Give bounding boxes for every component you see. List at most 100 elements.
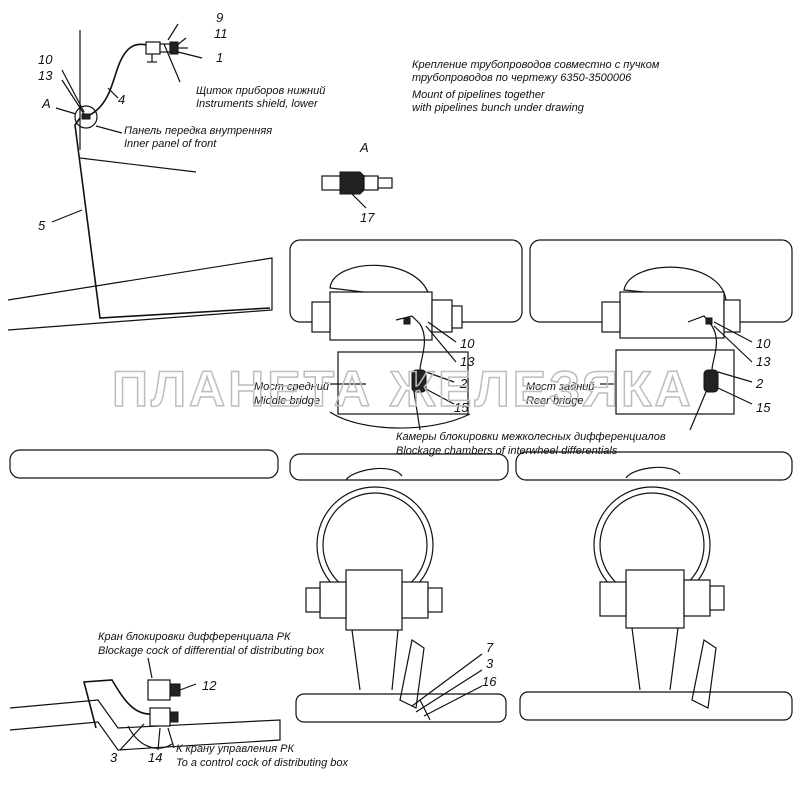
leader-16	[423, 685, 483, 717]
callout-13c: 13	[756, 354, 771, 369]
chambers-label-en: Blockage chambers of interwheel differen…	[396, 445, 618, 457]
middle-bridge-label-en: Middle bridge	[254, 395, 320, 407]
middle-clip	[403, 317, 411, 325]
leader-4	[107, 87, 119, 99]
distributing-cock-group	[82, 657, 197, 751]
callout-7: 7	[486, 640, 494, 655]
detail-a-fitting	[321, 171, 393, 209]
leader-5	[51, 209, 83, 223]
detail-a-circle	[74, 105, 98, 129]
leader-11	[175, 37, 187, 47]
middle-ring-top	[345, 467, 403, 481]
middle-ring-flange-right	[401, 581, 429, 619]
callout-2b: 2	[459, 376, 468, 391]
cock-nut-upper	[169, 683, 181, 697]
cock-pipeline	[82, 679, 155, 729]
cab-pipeline-group	[51, 23, 271, 319]
leader-10a	[61, 69, 85, 113]
leader-7	[411, 653, 483, 707]
callout-12: 12	[202, 678, 217, 693]
shield-label-en: Instruments shield, lower	[196, 98, 319, 110]
leader-chambers-rear	[689, 391, 707, 431]
pipeline-4	[81, 43, 151, 119]
rear-ring-group	[593, 466, 725, 709]
callout-17: 17	[360, 210, 375, 225]
cock-label-en: Blockage cock of differential of distrib…	[98, 645, 325, 657]
middle-bridge-axle-arc	[329, 411, 471, 429]
rear-blockage-chamber	[703, 369, 719, 393]
rear-ring-top	[625, 466, 681, 479]
cock-nut-lower	[169, 711, 179, 723]
connector-a	[81, 113, 91, 120]
shield-label-ru: Щиток приборов нижний	[196, 85, 325, 97]
rear-bridge-flange-right	[723, 299, 741, 333]
leader-13c	[713, 325, 753, 363]
leader-13b	[425, 325, 457, 363]
leader-13a	[61, 79, 85, 115]
leader-17	[351, 193, 367, 209]
rear-lever	[691, 639, 717, 709]
leader-panel	[95, 125, 123, 134]
rear-ring-flange-right	[683, 579, 711, 617]
callout-3b: 3	[110, 750, 118, 765]
middle-bridge-housing	[329, 291, 433, 341]
callout-13b: 13	[460, 354, 475, 369]
leader-3b	[119, 723, 145, 751]
rear-ring-flange-left	[599, 581, 627, 617]
bottom-rail-group	[9, 691, 793, 751]
lower-frame-group	[9, 449, 793, 481]
detail-a-nut	[339, 171, 365, 195]
middle-ring-stand	[351, 629, 399, 691]
middle-ring-group	[305, 467, 443, 721]
cock-loop	[127, 725, 173, 749]
shield-fitting-cap	[169, 41, 179, 55]
rear-bridge-group	[413, 266, 753, 431]
control-label-en: To a control cock of distributing box	[176, 757, 349, 769]
callout-10c: 10	[756, 336, 771, 351]
callout-9: 9	[216, 10, 223, 25]
lower-rail-left	[9, 449, 279, 479]
callout-11: 11	[214, 26, 228, 41]
middle-lever-rod	[419, 699, 431, 721]
middle-bridge-hub-right	[451, 305, 463, 329]
cock-body-upper	[147, 679, 171, 701]
callout-10b: 10	[460, 336, 475, 351]
mount-label-ru1: Крепление трубопроводов совместно с пучк…	[412, 59, 660, 71]
leader-10b	[427, 321, 457, 343]
leader-3a	[415, 669, 483, 713]
bottom-rail-left	[9, 699, 281, 751]
rear-clip	[705, 317, 713, 325]
pipeline-5	[74, 117, 271, 319]
leader-chambers-mid	[413, 391, 421, 431]
inner-panel-line	[79, 157, 197, 173]
middle-lever	[399, 639, 425, 709]
callout-1: 1	[216, 50, 223, 65]
middle-blockage-chamber	[411, 369, 427, 393]
leader-9	[167, 23, 179, 41]
callout-16: 16	[482, 674, 497, 689]
rear-bridge-label-en: Rear bridge	[526, 395, 583, 407]
bottom-rail-mid	[295, 693, 507, 723]
middle-ring-hub-left	[305, 587, 321, 613]
mount-label-en1: Mount of pipelines together	[412, 89, 546, 101]
leader-12	[179, 683, 197, 691]
leader-15b	[423, 387, 455, 405]
rear-ring-block	[625, 569, 685, 629]
middle-bridge-label-ru: Мост средний	[254, 381, 329, 393]
middle-ring-block	[345, 569, 403, 631]
callout-3a: 3	[486, 656, 494, 671]
rear-ring-stand	[631, 627, 679, 691]
leader-1	[177, 51, 203, 59]
rear-bridge-label-ru: Мост задний	[526, 381, 594, 393]
shield-fitting-body	[145, 41, 161, 55]
middle-bridge-flange-left	[311, 301, 331, 333]
leader-2c	[717, 371, 753, 383]
detail-a-title: A	[359, 140, 369, 155]
chambers-label-ru: Камеры блокировки межколесных дифференци…	[396, 431, 666, 443]
leader-a	[55, 107, 77, 115]
middle-bridge-group	[311, 264, 471, 429]
mount-label-ru2: трубопроводов по чертежу 6350-3500006	[412, 72, 632, 84]
rear-ring-hub-right	[709, 585, 725, 611]
callout-15b: 15	[454, 400, 469, 415]
